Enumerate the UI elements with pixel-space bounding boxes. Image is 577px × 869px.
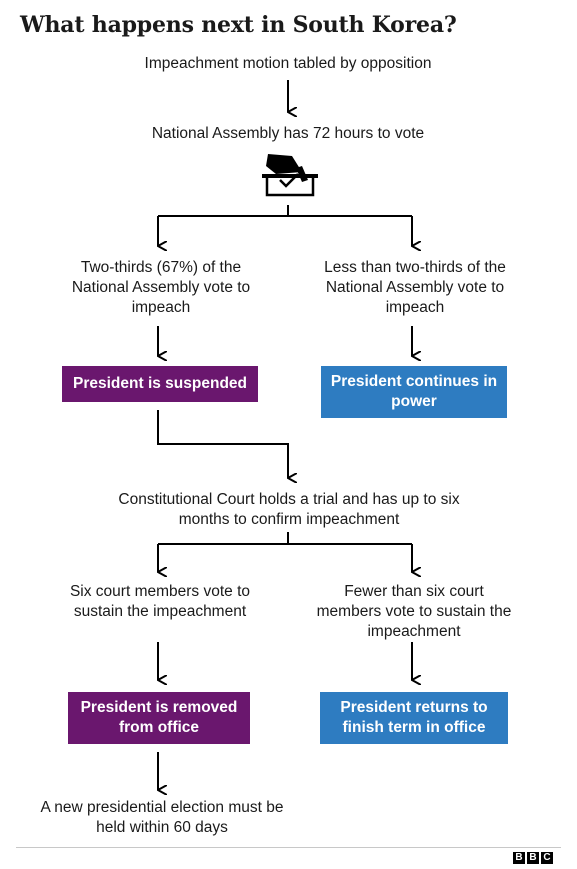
outcome-president-returns: President returns to finish term in offi… — [320, 692, 508, 744]
step-vote-window: National Assembly has 72 hours to vote — [151, 125, 425, 142]
bbc-logo: B B C — [513, 852, 553, 864]
bbc-logo-letter: B — [513, 852, 525, 864]
outcome-president-continues: President continues in power — [321, 366, 507, 418]
step-constitutional-court: Constitutional Court holds a trial and h… — [118, 491, 460, 528]
outcome-president-removed: President is removed from office — [68, 692, 250, 744]
step-new-election: A new presidential election must be held… — [40, 799, 284, 836]
branch-court — [158, 532, 412, 545]
page-title: What happens next in South Korea? — [20, 12, 457, 38]
step-less-two-thirds-vote: Less than two-thirds of the National Ass… — [324, 259, 506, 316]
step-six-members-sustain: Six court members vote to sustain the im… — [69, 583, 251, 620]
footer-divider — [16, 847, 561, 848]
branch-vote — [157, 205, 413, 246]
step-fewer-members-sustain: Fewer than six court members vote to sus… — [316, 583, 512, 640]
bbc-logo-letter: B — [527, 852, 539, 864]
ballot-box-icon — [262, 154, 318, 197]
step-two-thirds-vote: Two-thirds (67%) of the National Assembl… — [71, 259, 251, 316]
outcome-president-suspended: President is suspended — [62, 366, 258, 402]
step-motion-tabled: Impeachment motion tabled by opposition — [144, 55, 432, 72]
arrow-suspended-to-court — [157, 410, 288, 478]
bbc-logo-letter: C — [541, 852, 553, 864]
